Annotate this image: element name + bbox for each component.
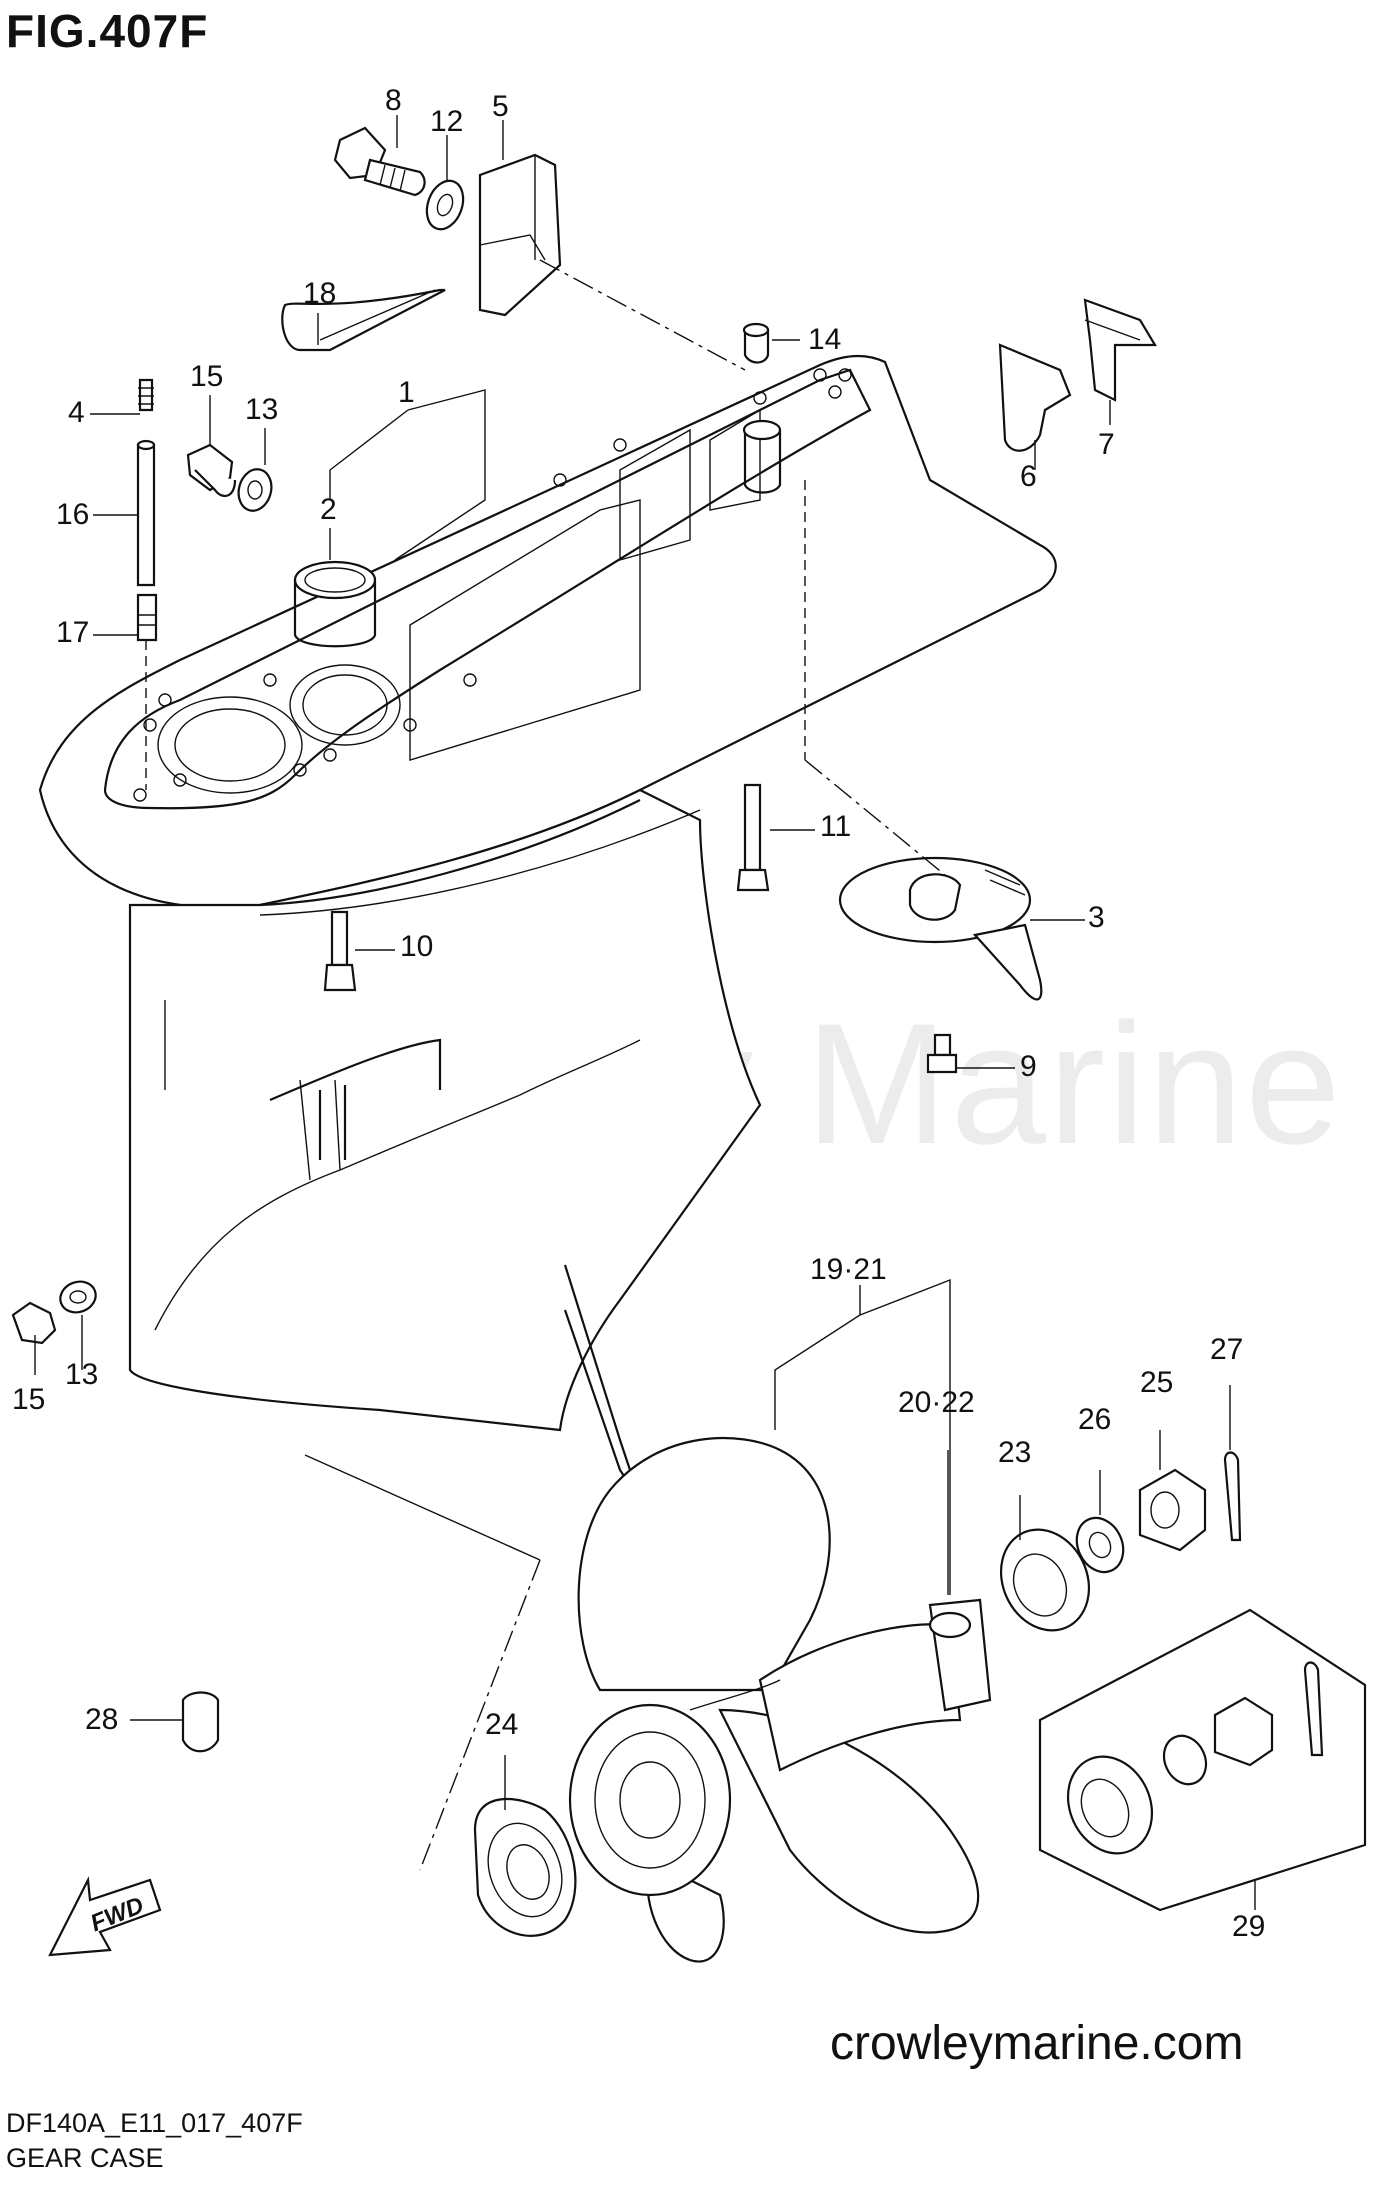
callout-26: 26 bbox=[1078, 1403, 1112, 1436]
nut-25[interactable] bbox=[1138, 1468, 1207, 1552]
callout-13-lower: 13 bbox=[65, 1358, 99, 1391]
callout-25: 25 bbox=[1140, 1366, 1174, 1399]
leader-lines bbox=[34, 115, 1256, 1910]
callout-24: 24 bbox=[485, 1708, 519, 1741]
callout-15-upper: 15 bbox=[190, 360, 224, 393]
propeller-19-21[interactable] bbox=[568, 1437, 992, 1963]
drain-plug-15-upper[interactable] bbox=[186, 443, 237, 498]
callout-29: 29 bbox=[1232, 1910, 1266, 1943]
washer-12[interactable] bbox=[420, 176, 469, 235]
washer-13-lower[interactable] bbox=[56, 1277, 100, 1318]
callout-5: 5 bbox=[492, 90, 509, 123]
gear-case-housing[interactable] bbox=[38, 354, 1057, 1501]
website-url: crowleymarine.com bbox=[830, 2017, 1244, 2070]
callout-12: 12 bbox=[430, 105, 464, 138]
dowel-pin-14[interactable] bbox=[742, 322, 770, 364]
assembly-line-5 bbox=[539, 259, 746, 371]
figure-caption: GEAR CASE bbox=[6, 2143, 164, 2173]
washer-26[interactable] bbox=[1068, 1510, 1132, 1579]
callout-28: 28 bbox=[85, 1703, 119, 1736]
callout-9: 9 bbox=[1020, 1050, 1037, 1083]
callout-14: 14 bbox=[808, 323, 842, 356]
trim-tab-3[interactable] bbox=[838, 856, 1043, 1001]
grommet-17[interactable] bbox=[136, 593, 158, 642]
callout-13-upper: 13 bbox=[245, 393, 279, 426]
callout-17: 17 bbox=[56, 616, 90, 649]
fwd-arrow-icon bbox=[48, 1876, 162, 1957]
spacer-24[interactable] bbox=[473, 1797, 577, 1937]
callout-20-22: 20·22 bbox=[898, 1386, 975, 1419]
screw-9[interactable] bbox=[926, 1033, 958, 1074]
bearing-housing bbox=[293, 560, 377, 648]
callout-10: 10 bbox=[400, 930, 434, 963]
callout-19-21: 19·21 bbox=[810, 1253, 887, 1286]
bolt-8[interactable] bbox=[333, 126, 426, 197]
kit-29[interactable] bbox=[1038, 1608, 1367, 1912]
bolt-11[interactable] bbox=[736, 783, 770, 892]
assembly-line-29 bbox=[304, 1454, 541, 1561]
callout-3: 3 bbox=[1088, 901, 1105, 934]
callout-4: 4 bbox=[68, 396, 85, 429]
callout-6: 6 bbox=[1020, 460, 1037, 493]
callout-8: 8 bbox=[385, 84, 402, 117]
callout-27: 27 bbox=[1210, 1333, 1244, 1366]
callout-23: 23 bbox=[998, 1436, 1032, 1469]
assembly-line-prop bbox=[419, 1559, 541, 1871]
plug-6-and-bracket-7[interactable] bbox=[998, 298, 1157, 452]
callout-15-lower: 15 bbox=[12, 1383, 46, 1416]
drain-plug-15-lower[interactable] bbox=[11, 1301, 57, 1345]
assembly-line-3 bbox=[804, 759, 946, 876]
cable-tie-18[interactable] bbox=[281, 288, 446, 352]
callout-18: 18 bbox=[303, 277, 337, 310]
bolt-10[interactable] bbox=[323, 910, 357, 992]
callout-11: 11 bbox=[820, 810, 852, 843]
plug-28[interactable] bbox=[181, 1691, 220, 1753]
callout-7: 7 bbox=[1098, 428, 1115, 461]
callout-16: 16 bbox=[56, 498, 90, 531]
diagram-code: DF140A_E11_017_407F bbox=[6, 2108, 303, 2138]
cover-5[interactable] bbox=[478, 153, 562, 317]
figure-title: FIG.407F bbox=[6, 5, 209, 57]
thrust-washer-23[interactable] bbox=[985, 1515, 1105, 1645]
water-tube-16[interactable] bbox=[136, 439, 156, 587]
washer-13-upper[interactable] bbox=[234, 466, 276, 515]
callout-1: 1 bbox=[398, 376, 415, 409]
cotter-pin-27[interactable] bbox=[1223, 1451, 1242, 1542]
stud-4[interactable] bbox=[138, 378, 154, 412]
callout-2: 2 bbox=[320, 493, 337, 526]
